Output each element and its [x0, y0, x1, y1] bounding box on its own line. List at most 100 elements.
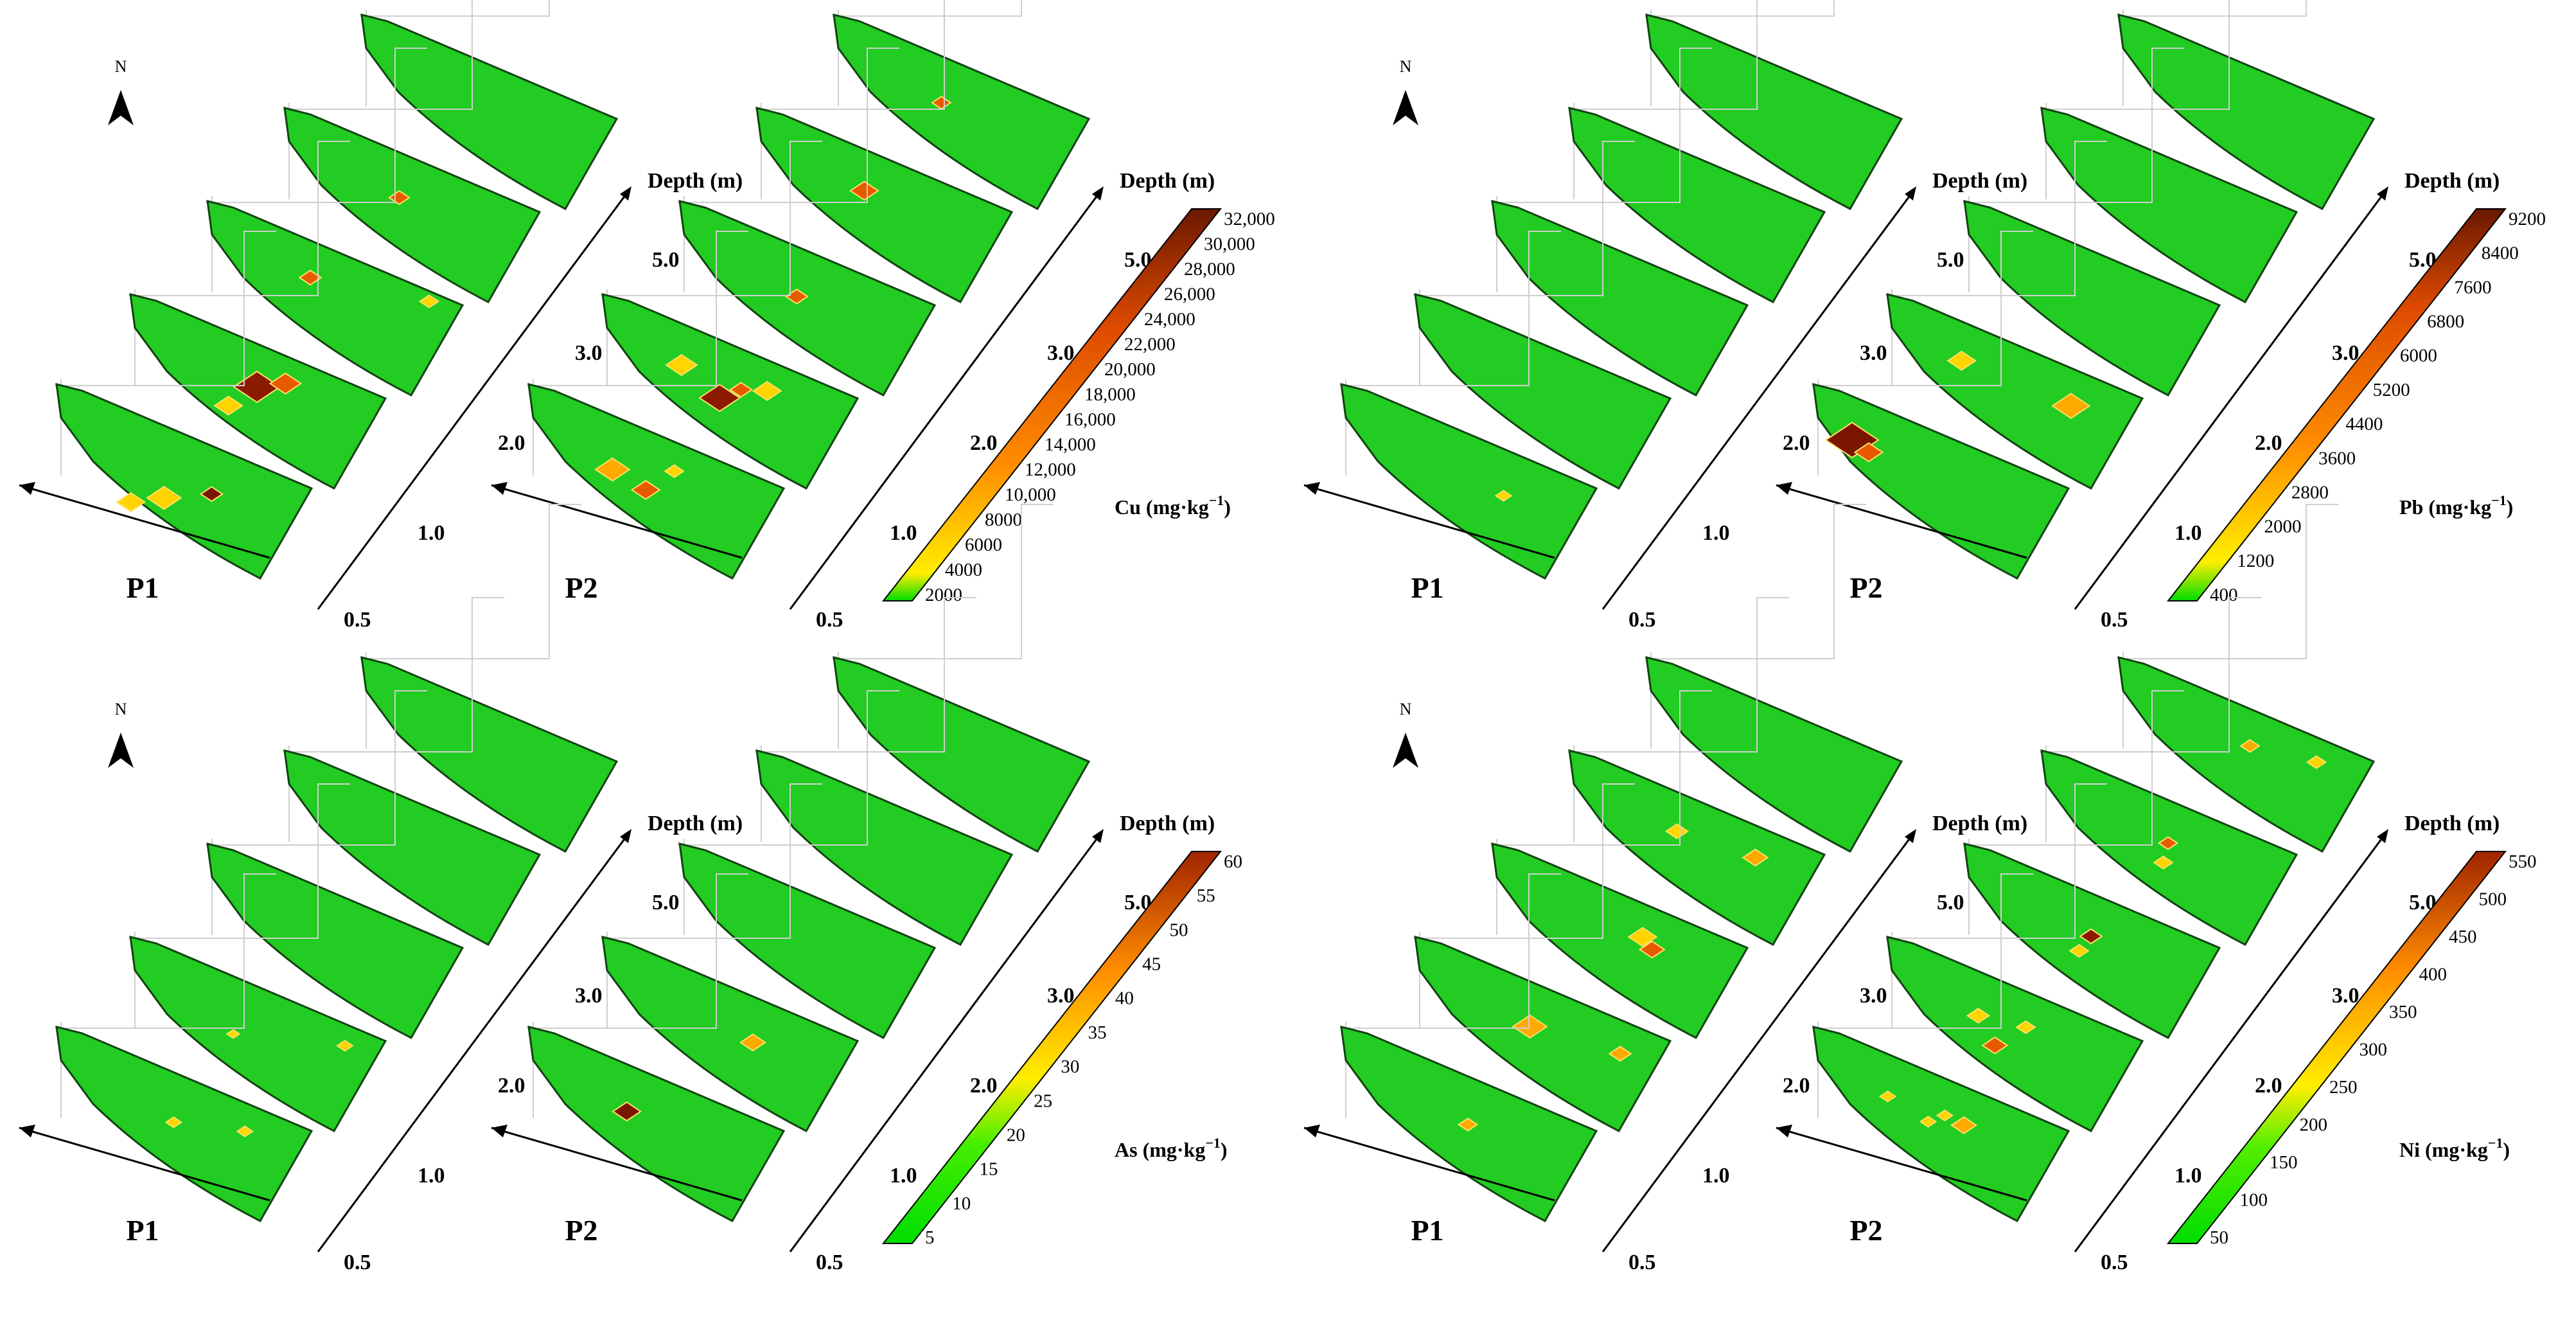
concentration-hotspot: [2015, 1020, 2036, 1035]
concentration-hotspot: [269, 372, 303, 395]
depth-label: 3.0: [2332, 984, 2360, 1008]
legend-tick: 2000: [2264, 517, 2302, 537]
depth-label: 0.5: [344, 608, 371, 632]
p2-slice-4: [2117, 0, 2376, 210]
p2-slice-2: [678, 48, 937, 396]
depth-label: 2.0: [1783, 431, 1810, 455]
north-arrow-icon: [108, 90, 134, 125]
p2-axis-line: [491, 1127, 743, 1202]
p2-slice-4: [2117, 504, 2376, 853]
p2-slice-0: [527, 231, 786, 580]
profile-surface: [1886, 293, 2144, 490]
unit-close: ): [2507, 495, 2514, 519]
axis-arrow-icon: [620, 186, 631, 200]
concentration-hotspot: [1966, 1008, 1991, 1024]
concentration-hotspot: [225, 1029, 241, 1039]
profile-surface: [1886, 936, 2144, 1132]
depth-label: 2.0: [498, 1074, 525, 1098]
p2-slice-1: [601, 783, 860, 1132]
concentration-hotspot: [1950, 1116, 1978, 1135]
color-ramp: [881, 208, 1222, 601]
depth-label: 2.0: [1783, 1074, 1810, 1098]
depth-label: 3.0: [575, 341, 603, 365]
axis-arrow-icon: [1776, 1125, 1792, 1137]
depth-axis-title: Depth (m): [648, 812, 743, 835]
north-label: N: [1400, 57, 1412, 76]
concentration-hotspot: [418, 294, 440, 308]
p1-slice-1: [1413, 141, 1672, 490]
legend-tick: 32,000: [1224, 209, 1275, 229]
profile-surface: [755, 107, 1014, 303]
depth-label: 1.0: [418, 521, 445, 545]
p2-slice-0: [527, 873, 786, 1222]
concentration-hotspot: [752, 380, 782, 402]
p1-slice-0: [55, 231, 313, 580]
concentration-hotspot: [2079, 928, 2103, 945]
depth-label: 0.5: [344, 1251, 371, 1274]
depth-label: 2.0: [498, 431, 525, 455]
concentration-hotspot: [146, 485, 182, 510]
axis-arrow-icon: [1905, 829, 1916, 843]
axis-arrow-icon: [1092, 829, 1104, 843]
legend-tick: 22,000: [1124, 334, 1176, 355]
axis-arrow-icon: [2377, 829, 2388, 843]
depth-label: 1.0: [2175, 521, 2202, 545]
depth-label: 3.0: [1047, 984, 1075, 1008]
color-legend: 4001200200028003600440052006000680076008…: [2166, 208, 2546, 605]
depth-axis-p2: [789, 189, 1103, 610]
depth-label: 5.0: [652, 248, 680, 272]
p1-slice-3: [1567, 597, 1826, 946]
axis-arrow-icon: [1776, 482, 1792, 495]
p1-slice-2: [206, 48, 464, 396]
p1-slice-0: [55, 873, 313, 1222]
concentration-hotspot: [1946, 350, 1977, 371]
depth-label: 3.0: [575, 984, 603, 1008]
depth-label: 1.0: [1702, 1164, 1730, 1188]
concentration-hotspot: [612, 1101, 642, 1122]
unit-exponent: −1: [2491, 492, 2507, 508]
axis-arrow-icon: [1905, 186, 1916, 200]
p1-slice-4: [360, 504, 619, 853]
p2-slice-1: [601, 141, 860, 490]
legend-tick: 30,000: [1204, 234, 1255, 254]
depth-label: 1.0: [2175, 1164, 2202, 1188]
profile-surface: [1491, 842, 1749, 1039]
north-arrow-icon: [108, 733, 134, 768]
depth-axis-title: Depth (m): [2404, 812, 2500, 835]
depth-label: 3.0: [1047, 341, 1075, 365]
legend-tick: 30: [1061, 1056, 1079, 1077]
legend-tick: 6000: [2400, 346, 2437, 366]
depth-label: 2.0: [970, 1074, 998, 1098]
p2-slice-2: [1963, 690, 2221, 1039]
depth-label: 1.0: [1702, 521, 1730, 545]
p2-slice-4: [832, 504, 1091, 853]
profile-surface: [601, 936, 860, 1132]
p1-axis-line: [1303, 1127, 1555, 1202]
depth-label: 0.5: [1628, 1251, 1656, 1274]
depth-label: 5.0: [1937, 891, 1964, 914]
unit-exponent: −1: [1205, 1135, 1221, 1151]
p2-slice-3: [2040, 597, 2298, 946]
north-arrow-icon: [1393, 90, 1418, 125]
axis-arrow-icon: [2377, 186, 2388, 200]
depth-axis-p1: [317, 189, 631, 610]
legend-tick: 20: [1007, 1125, 1025, 1145]
profile-surface: [1812, 383, 2070, 580]
depth-label: 0.5: [2101, 1251, 2128, 1274]
depth-axis-title: Depth (m): [1932, 169, 2027, 193]
concentration-hotspot: [665, 353, 698, 377]
profile-surface: [206, 842, 464, 1039]
unit-exponent: −1: [2488, 1135, 2503, 1151]
p1-slice-1: [128, 141, 387, 490]
depth-label: 2.0: [2255, 431, 2282, 455]
profile-surface: [1645, 13, 1903, 210]
depth-label: 5.0: [652, 891, 680, 914]
profile-surface: [678, 842, 937, 1039]
p2-slice-3: [755, 0, 1014, 303]
north-label: N: [115, 700, 127, 718]
legend-tick: 15: [980, 1159, 998, 1180]
legend-tick: 2800: [2291, 482, 2329, 503]
profile-surface: [678, 200, 937, 396]
legend-tick: 5200: [2373, 380, 2410, 400]
